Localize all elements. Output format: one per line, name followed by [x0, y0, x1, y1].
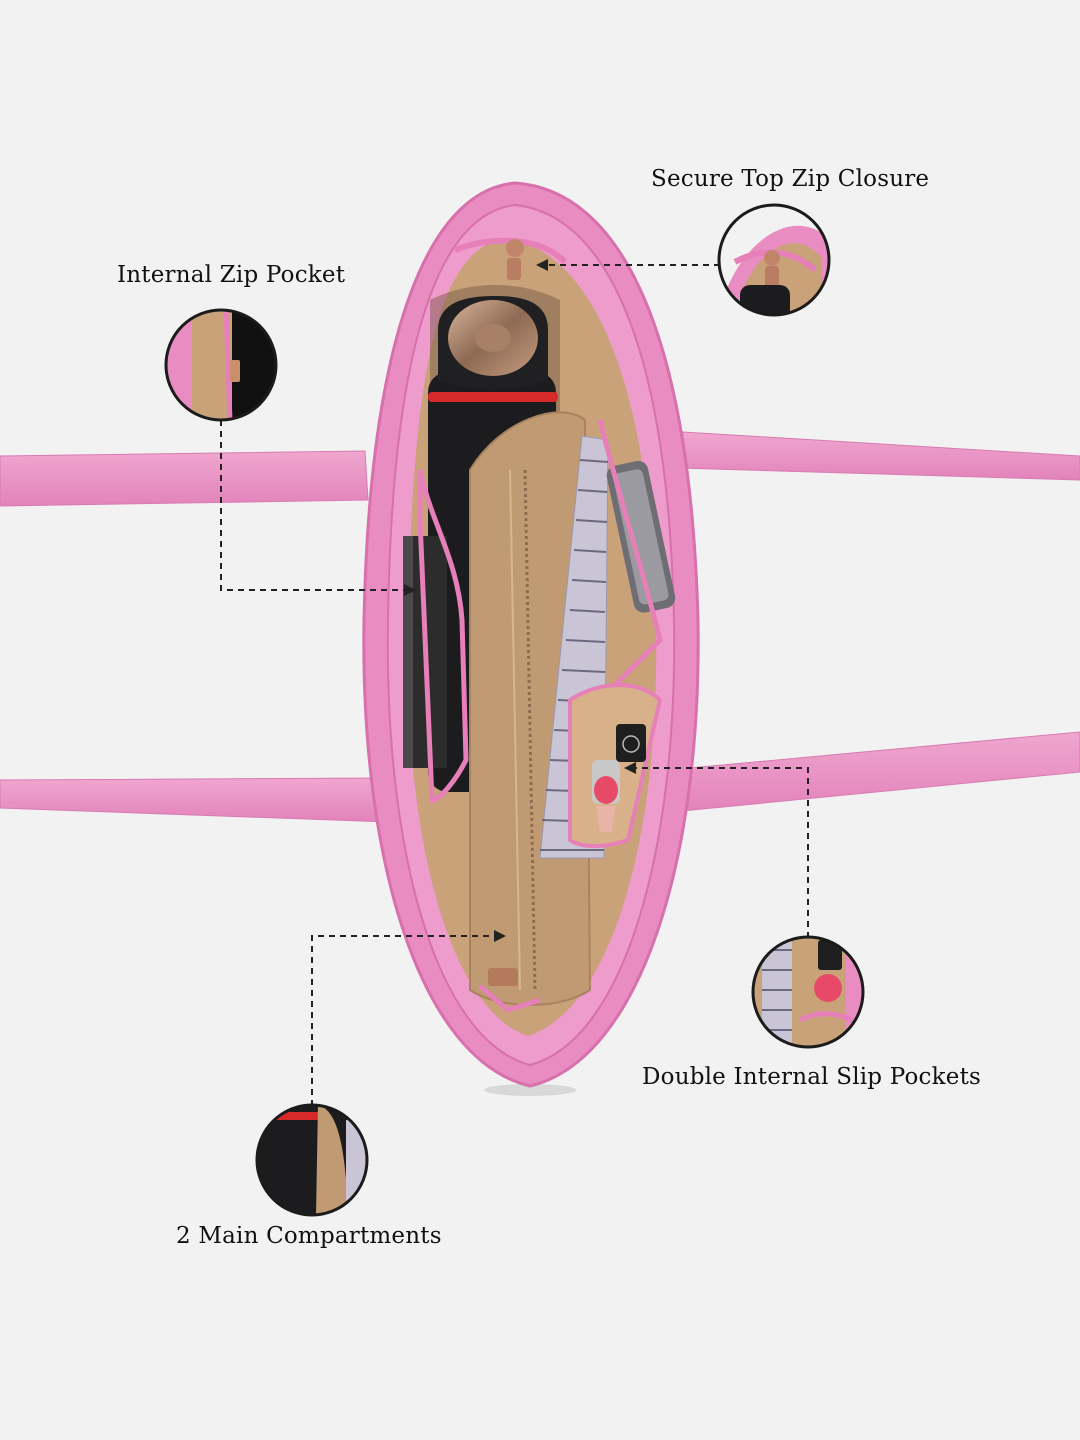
zip-pocket-edge	[417, 469, 469, 803]
detail-circle-zip-pocket	[164, 308, 278, 422]
bag-straps	[0, 431, 1080, 823]
top-zip	[453, 237, 568, 280]
detail-circle-top-zip	[717, 203, 831, 317]
phone	[606, 460, 676, 613]
callout-label-main-compartments: 2 Main Compartments	[176, 1223, 442, 1249]
callout-label-zip-pocket: Internal Zip Pocket	[117, 262, 346, 288]
callout-arrowheads	[404, 259, 636, 942]
callout-lines	[220, 264, 809, 1106]
lipstick-items	[592, 724, 646, 832]
callout-label-slip-pockets: Double Internal Slip Pockets	[642, 1064, 982, 1090]
detail-circle-slip-pockets	[751, 935, 865, 1049]
bottom-zip-pull	[488, 968, 518, 986]
detail-circle-main-compartments	[255, 1103, 369, 1217]
callout-label-top-zip: Secure Top Zip Closure	[651, 166, 930, 192]
